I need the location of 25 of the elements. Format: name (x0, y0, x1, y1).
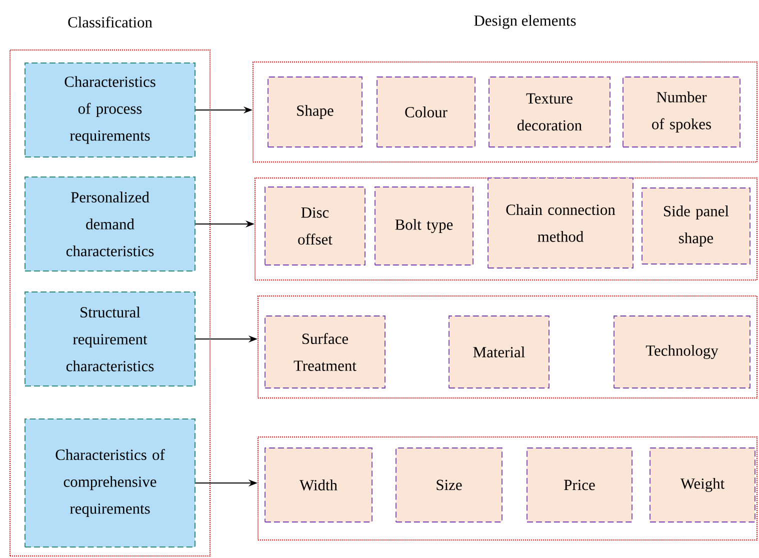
element-box: Size (396, 448, 502, 522)
element-box: Technology (614, 316, 750, 388)
group-frame (258, 296, 758, 398)
element-box: Bolt type (374, 186, 474, 266)
element-box: Chain connection method (488, 178, 634, 268)
element-box: Number of spokes (622, 76, 740, 148)
column-heading: Design elements (474, 14, 576, 30)
group-frame (258, 436, 758, 540)
element-box: Texture decoration (488, 76, 610, 148)
element-box: Width (264, 448, 372, 522)
group-frame (252, 62, 758, 162)
category-box: Characteristics of process requirements (24, 62, 196, 158)
category-box: Structural requirement characteristics (24, 292, 196, 386)
element-box: Surface Treatment (264, 316, 386, 388)
group-frame (254, 178, 758, 280)
element-box: Disc offset (264, 186, 366, 266)
element-box: Side panel shape (642, 188, 750, 264)
element-box: Weight (650, 448, 756, 522)
element-box: Price (526, 448, 632, 522)
category-box: Personalized demand characteristics (24, 176, 196, 272)
element-box: Material (448, 316, 550, 388)
category-box: Characteristics of comprehensive requirements (24, 418, 196, 548)
column-heading: Classification (68, 16, 152, 28)
element-box: Colour (376, 76, 476, 148)
element-box: Shape (268, 76, 362, 148)
